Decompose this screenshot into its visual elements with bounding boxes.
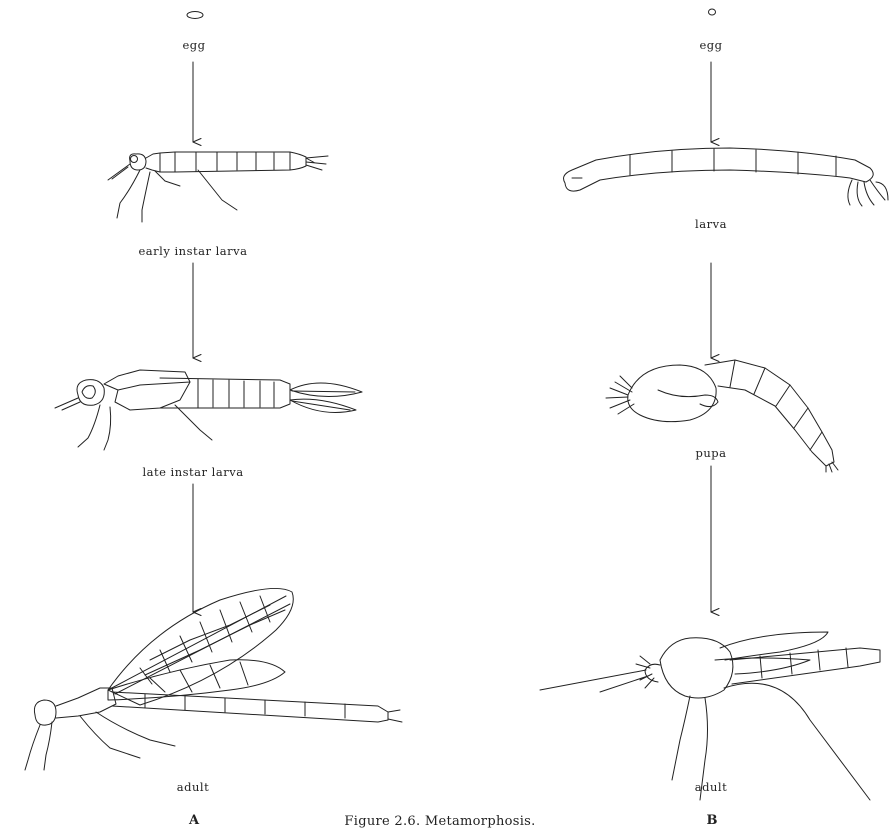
- adult-damselfly-illustration: [25, 588, 402, 770]
- late-instar-larva-illustration: [55, 370, 362, 450]
- mosquito-larva-illustration: [564, 148, 888, 206]
- pupa-label: pupa: [696, 446, 727, 460]
- panel-a-egg-label: egg: [182, 38, 205, 52]
- early-instar-larva-label: early instar larva: [139, 244, 248, 258]
- late-instar-larva-label: late instar larva: [142, 465, 243, 479]
- figure-caption: Figure 2.6. Metamorphosis.: [344, 814, 535, 829]
- early-instar-larva-illustration: [108, 152, 328, 222]
- panel-a-egg-illustration: [187, 12, 203, 19]
- panel-b-egg-label: egg: [699, 38, 722, 52]
- panel-b-label: B: [707, 813, 718, 828]
- panel-a-adult-label: adult: [177, 780, 209, 794]
- panel-b-larva-label: larva: [695, 217, 727, 231]
- panel-a-label: A: [189, 813, 199, 828]
- panel-b-adult-label: adult: [695, 780, 727, 794]
- panel-b-egg-illustration: [709, 9, 716, 15]
- adult-mosquito-illustration: [540, 632, 880, 800]
